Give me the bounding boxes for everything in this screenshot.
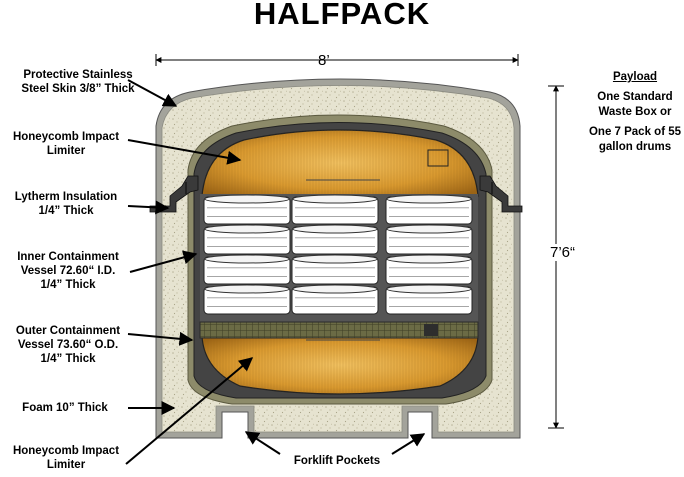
lytherm-callout-arrow [127, 200, 170, 215]
drum-lid [386, 194, 472, 204]
drum-lid [386, 284, 472, 294]
payload-line: One 7 Pack of 55 [588, 126, 682, 138]
forklift-right-callout-arrow [391, 433, 426, 455]
drum-lid [292, 194, 378, 204]
outer-vessel-callout-arrow [127, 331, 194, 346]
drum-lid [204, 194, 290, 204]
drum-lid [204, 284, 290, 294]
drum-stack [203, 194, 473, 315]
payload-line: One Standard [597, 91, 673, 103]
drum-lid [292, 284, 378, 294]
height-dimension-label: 7’6“ [548, 244, 578, 261]
pallet-grid [199, 321, 479, 339]
payload-line: gallon drums [598, 141, 672, 153]
drum-lid [292, 254, 378, 264]
payload-line: Waste Box or [598, 106, 672, 118]
payload-heading: Payload [612, 71, 658, 83]
honeycomb-top-callout-arrow [127, 139, 242, 165]
payload-note: Payload One Standard Waste Box or One 7 … [576, 70, 684, 155]
honeycomb-bottom-callout-arrow [125, 357, 254, 465]
drum-lid [204, 224, 290, 234]
label-foam: Foam 10” Thick [22, 402, 108, 414]
drum-lid [292, 224, 378, 234]
skin-callout-arrow [127, 79, 178, 107]
diagram-title: HALFPACK [253, 0, 431, 31]
closure-flange-right [479, 175, 523, 213]
drum-lid [386, 224, 472, 234]
drum-lid [204, 254, 290, 264]
drum-lid [386, 254, 472, 264]
forklift-left-callout-arrow [244, 431, 281, 455]
width-dimension-label: 8’ [318, 52, 330, 69]
inner-vessel-callout-arrow [129, 250, 198, 273]
label-forklift-pockets: Forklift Pockets [293, 455, 381, 467]
